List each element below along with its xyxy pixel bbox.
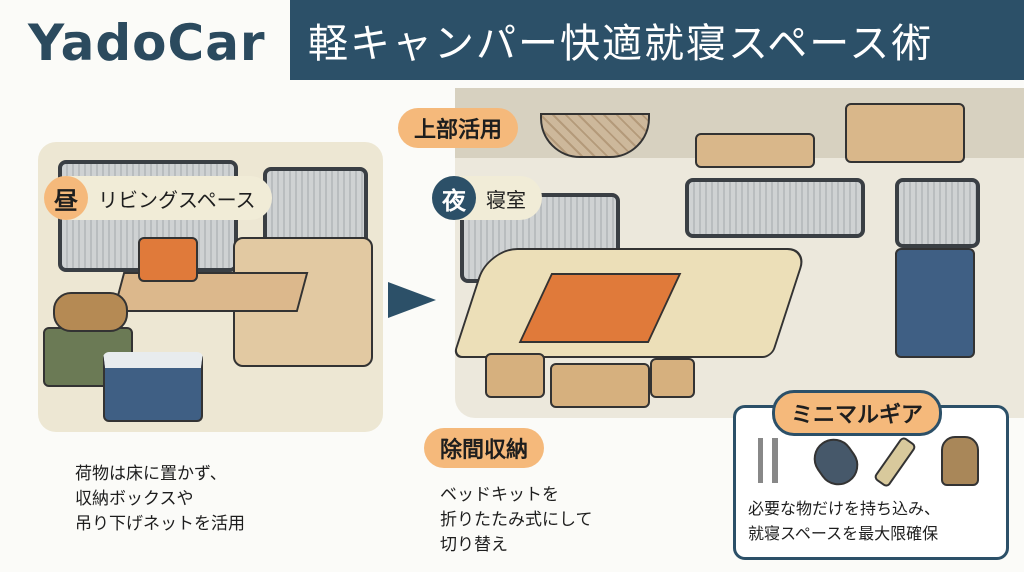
arrow-right-icon xyxy=(388,282,436,318)
duffel-bag xyxy=(53,292,128,332)
cooler-box xyxy=(103,352,203,422)
brand-logo: YadoCar xyxy=(28,14,266,72)
day-note: 荷物は床に置かず、 収納ボックスや 吊り下げネットを活用 xyxy=(75,464,245,534)
minimal-gear-title: ミニマルギア xyxy=(772,390,943,436)
night-note: ベッドキットを 折りたたみ式にして 切り替え xyxy=(440,485,593,555)
day-badge: 昼 xyxy=(44,176,88,220)
night-scene xyxy=(452,88,1024,418)
door-pocket xyxy=(895,248,975,358)
night-label-text: 寝室 xyxy=(486,187,526,212)
gear-note: 必要な物だけを持ち込み、 就寝スペースを最大限確保 xyxy=(748,499,941,543)
front-window xyxy=(685,178,865,238)
night-label: 夜 寝室 xyxy=(432,176,542,220)
night-badge: 夜 xyxy=(432,176,476,220)
overhead-cabinet xyxy=(695,133,815,168)
underbed-box xyxy=(650,358,695,398)
gap-storage-label: 除間収納 xyxy=(424,428,545,468)
backpack-icon xyxy=(941,436,979,486)
power-station xyxy=(138,237,198,282)
page-title: 軽キャンパー快適就寝スペース術 xyxy=(290,0,1024,80)
door-window xyxy=(895,178,980,248)
cutlery-icon xyxy=(758,438,788,483)
sleeping-bag-icon xyxy=(805,430,867,494)
thermos-icon xyxy=(872,435,918,489)
day-label-text: リビングスペース xyxy=(98,187,256,212)
day-label: 昼 リビングスペース xyxy=(44,176,272,220)
top-storage-label: 上部活用 xyxy=(398,108,519,148)
overhead-cabinet xyxy=(845,103,965,163)
underbed-box xyxy=(485,353,545,398)
underbed-box xyxy=(550,363,650,408)
